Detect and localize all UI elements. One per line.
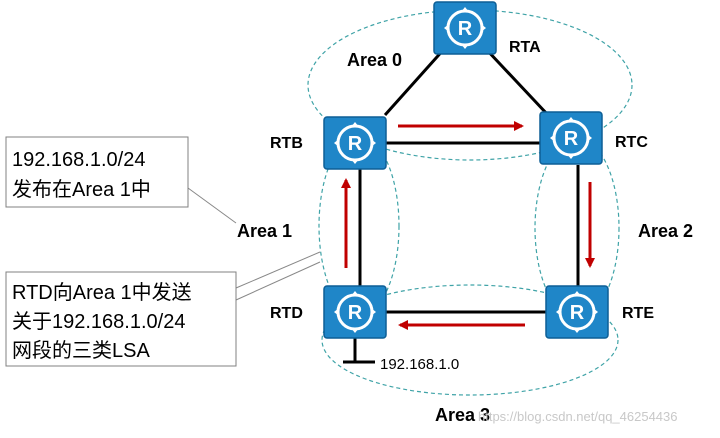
area-label-1: Area 1 <box>237 221 292 241</box>
callout-top-leader <box>187 187 237 224</box>
callout-bottom-line-1: RTD向Area 1中发送 <box>12 281 192 304</box>
callout-top-line-2: 发布在Area 1中 <box>12 178 151 201</box>
router-rte <box>544 284 610 340</box>
router-icon <box>432 0 498 56</box>
router-label-rte: RTE <box>622 305 654 322</box>
router-label-rta: RTA <box>509 39 541 56</box>
link-rta-rtc <box>483 46 550 117</box>
router-rta <box>432 0 498 56</box>
router-label-rtb: RTB <box>270 135 303 152</box>
callout-bottom-leader <box>235 251 321 289</box>
callout-top-box <box>5 136 189 208</box>
router-icon <box>544 284 610 340</box>
router-rtd <box>322 284 388 340</box>
callout-bottom-line-2: 关于192.168.1.0/24 <box>12 310 185 333</box>
watermark: https://blog.csdn.net/qq_46254436 <box>478 409 678 424</box>
network-label: 192.168.1.0 <box>380 356 459 373</box>
router-icon <box>322 284 388 340</box>
router-icon <box>538 110 604 166</box>
callout-top-line-1: 192.168.1.0/24 <box>12 149 145 171</box>
router-rtc <box>538 110 604 166</box>
area-3-outline <box>321 284 619 396</box>
area-label-3: Area 3 <box>435 405 490 425</box>
callout-bottom-line-3: 网段的三类LSA <box>12 339 150 362</box>
area-label-0: Area 0 <box>347 50 402 70</box>
link-rta-rtb <box>383 46 447 117</box>
area-label-2: Area 2 <box>638 221 693 241</box>
router-label-rtd: RTD <box>270 305 303 322</box>
callout-bottom-box <box>5 271 237 367</box>
router-rtb <box>322 115 388 171</box>
callout-bottom-leader-2 <box>235 261 321 301</box>
router-icon <box>322 115 388 171</box>
router-label-rtc: RTC <box>615 134 648 151</box>
